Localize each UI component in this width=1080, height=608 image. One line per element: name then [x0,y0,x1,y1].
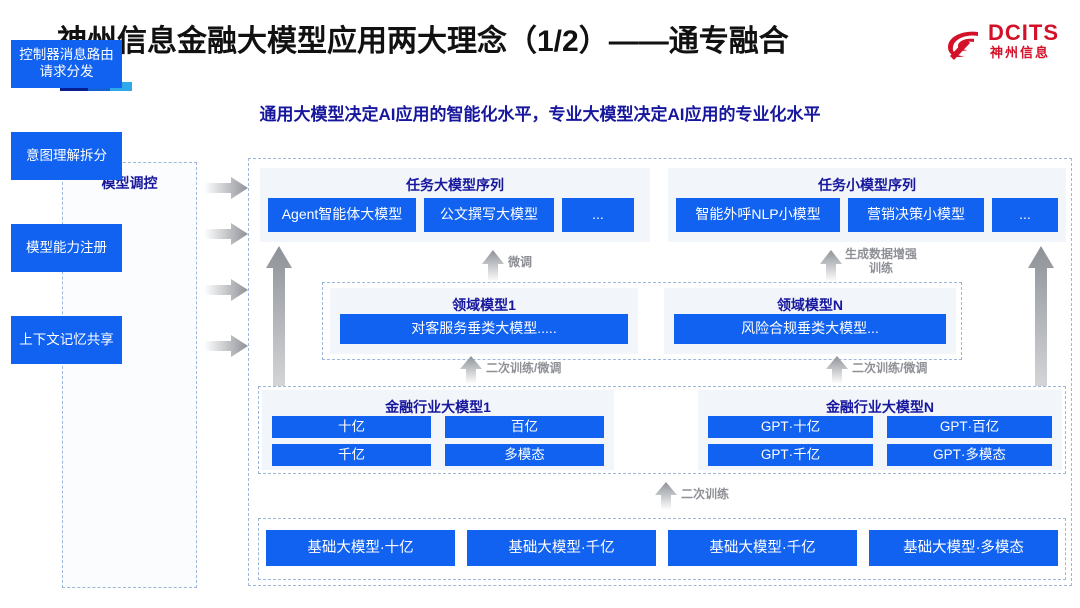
chip-fin1-multimodal[interactable]: 多模态 [445,444,604,466]
chip-fin1-100y[interactable]: 百亿 [445,416,604,438]
page-subtitle: 通用大模型决定AI应用的智能化水平，专业大模型决定AI应用的专业化水平 [259,105,821,124]
domain-model-1-title: 领域模型1 [452,297,516,313]
page-header: 神州信息金融大模型应用两大理念（1/2）——通专融合 通用大模型决定AI应用的智… [0,0,1080,140]
control-item-context[interactable]: 上下文记忆共享 [11,316,122,364]
chip-finn-gpt-10y[interactable]: GPT·十亿 [708,416,873,438]
chip-base-1000y-a[interactable]: 基础大模型·千亿 [467,530,656,566]
industry-model-1-chips: 十亿 百亿 千亿 多模态 [272,416,604,466]
task-large-model-group: 任务大模型序列 Agent智能体大模型 公文撰写大模型 ... [260,168,650,242]
logo-brand: DCITS [988,20,1059,45]
chip-risk-compliance-vertical-model[interactable]: 风险合规垂类大模型... [674,314,946,344]
domain-model-n-title: 领域模型N [776,297,844,313]
page-title: 神州信息金融大模型应用两大理念（1/2）——通专融合 [57,25,789,58]
task-small-model-chips: 智能外呼NLP小模型 营销决策小模型 ... [676,198,1058,232]
connector-arrow-right-4 [204,334,248,358]
arrow-label-retrain-right: 二次训练/微调 [852,361,928,375]
control-item-router[interactable]: 控制器消息路由请求分发 [11,40,122,88]
chip-more-large[interactable]: ... [562,198,634,232]
connector-arrow-right-1 [204,176,248,200]
arrow-up-finetune-left [482,250,504,287]
control-item-intent[interactable]: 意图理解拆分 [11,132,122,180]
chip-finn-gpt-100y[interactable]: GPT·百亿 [887,416,1052,438]
connector-arrow-right-3 [204,278,248,302]
chip-agent-model[interactable]: Agent智能体大模型 [268,198,416,232]
chip-fin1-10y[interactable]: 十亿 [272,416,431,438]
logo-brand-cn: 神州信息 [990,45,1051,60]
arrow-up-retrain-center [655,482,677,515]
chip-fin1-1000y[interactable]: 千亿 [272,444,431,466]
chip-base-10y[interactable]: 基础大模型·十亿 [266,530,455,566]
arrow-up-retrain-left [460,356,482,389]
chip-finn-gpt-1000y[interactable]: GPT·千亿 [708,444,873,466]
task-small-model-group: 任务小模型序列 智能外呼NLP小模型 营销决策小模型 ... [668,168,1066,242]
chip-finn-gpt-multimodal[interactable]: GPT·多模态 [887,444,1052,466]
arrow-up-tall-left [266,246,292,479]
base-model-chips: 基础大模型·十亿 基础大模型·千亿 基础大模型·千亿 基础大模型·多模态 [266,530,1058,566]
domain-model-1-card: 领域模型1 对客服务垂类大模型..... [330,288,638,354]
industry-model-n-title: 金融行业大模型N [825,399,935,415]
task-small-model-title: 任务小模型序列 [818,177,916,193]
dcits-swirl-icon [944,25,984,65]
industry-model-1-card: 金融行业大模型1 十亿 百亿 千亿 多模态 [262,390,614,470]
chip-base-1000y-b[interactable]: 基础大模型·千亿 [668,530,857,566]
arrow-up-tall-right [1028,246,1054,479]
chip-document-writing-model[interactable]: 公文撰写大模型 [424,198,554,232]
arrow-label-data-aug: 生成数据增强 训练 [845,247,918,275]
chip-outbound-nlp-model[interactable]: 智能外呼NLP小模型 [676,198,840,232]
task-large-model-title: 任务大模型序列 [406,177,504,193]
industry-model-n-card: 金融行业大模型N GPT·十亿 GPT·百亿 GPT·千亿 GPT·多模态 [698,390,1062,470]
industry-model-n-chips: GPT·十亿 GPT·百亿 GPT·千亿 GPT·多模态 [708,416,1052,466]
arrow-up-data-aug [820,250,842,287]
chip-customer-service-vertical-model[interactable]: 对客服务垂类大模型..... [340,314,628,344]
company-logo: DCITS 神州信息 [944,20,1068,72]
connector-arrow-right-2 [204,222,248,246]
arrow-label-retrain-left: 二次训练/微调 [486,361,562,375]
industry-model-1-title: 金融行业大模型1 [385,399,491,415]
task-large-model-chips: Agent智能体大模型 公文撰写大模型 ... [268,198,642,232]
chip-more-small[interactable]: ... [992,198,1058,232]
control-item-registry[interactable]: 模型能力注册 [11,224,122,272]
arrow-label-retrain-center: 二次训练 [681,487,730,501]
arrow-up-retrain-right [826,356,848,389]
arrow-label-finetune: 微调 [508,255,533,269]
domain-model-n-card: 领域模型N 风险合规垂类大模型... [664,288,956,354]
chip-marketing-decision-model[interactable]: 营销决策小模型 [848,198,984,232]
chip-base-multimodal[interactable]: 基础大模型·多模态 [869,530,1058,566]
